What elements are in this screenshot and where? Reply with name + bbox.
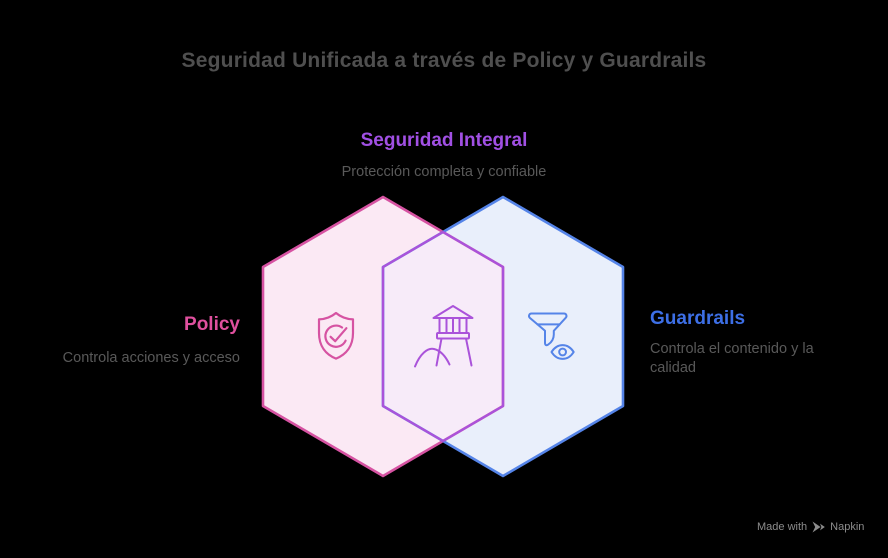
- policy-description: Controla acciones y acceso: [62, 350, 240, 366]
- policy-label: Policy: [184, 314, 240, 335]
- guardrails-label: Guardrails: [650, 308, 746, 329]
- lighthouse-icon: [414, 305, 474, 368]
- watermark-brand: Napkin: [830, 521, 865, 533]
- napkin-logo-icon: [812, 521, 825, 533]
- overlap-hexagon-fill: [383, 232, 503, 441]
- shield-check-icon: [317, 311, 355, 360]
- filter-eye-icon: [528, 312, 575, 360]
- overlap-hexagon-outline: [381, 230, 505, 443]
- guardrails-description: Controla el contenido y la calidad: [650, 341, 814, 376]
- overlap-label: Seguridad Integral: [360, 130, 528, 151]
- overlap-description: Protección completa y confiable: [341, 164, 547, 180]
- watermark-prefix: Made with: [757, 521, 808, 533]
- page-title: Seguridad Unificada a través de Policy y…: [181, 49, 707, 72]
- napkin-watermark-link[interactable]: Made with Napkin: [757, 521, 864, 533]
